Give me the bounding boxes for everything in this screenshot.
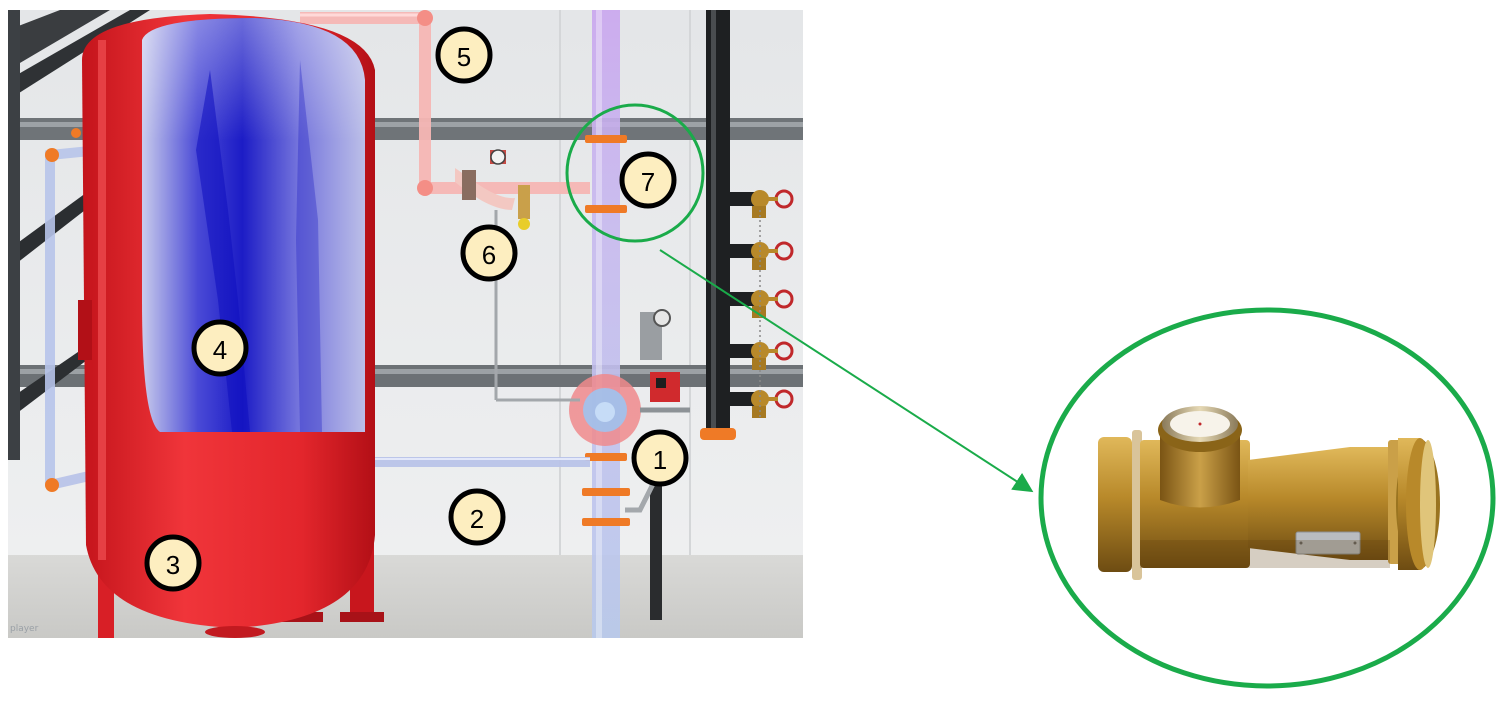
highlight-ring <box>565 103 705 243</box>
zoom-callout <box>1038 307 1496 689</box>
svg-text:5: 5 <box>457 42 471 72</box>
svg-text:2: 2 <box>470 504 484 534</box>
marker-3: 3 <box>144 534 202 592</box>
system-render <box>8 10 803 638</box>
svg-text:4: 4 <box>213 335 227 365</box>
svg-text:6: 6 <box>482 240 496 270</box>
marker-1: 1 <box>631 429 689 487</box>
marker-5: 5 <box>435 26 493 84</box>
air-supply-line <box>300 10 590 196</box>
svg-text:7: 7 <box>641 167 655 197</box>
marker-7: 7 <box>619 151 677 209</box>
riser-pipe <box>582 10 630 638</box>
callout-arrow <box>659 249 1034 493</box>
svg-text:1: 1 <box>653 445 667 475</box>
marker-6: 6 <box>460 224 518 282</box>
alarm-valve <box>569 309 690 513</box>
drain-pipe <box>650 470 662 620</box>
player-watermark: player <box>10 624 39 634</box>
marker-2: 2 <box>448 488 506 546</box>
svg-text:3: 3 <box>166 550 180 580</box>
flow-fitting-image <box>1098 406 1440 580</box>
marker-4: 4 <box>191 319 249 377</box>
